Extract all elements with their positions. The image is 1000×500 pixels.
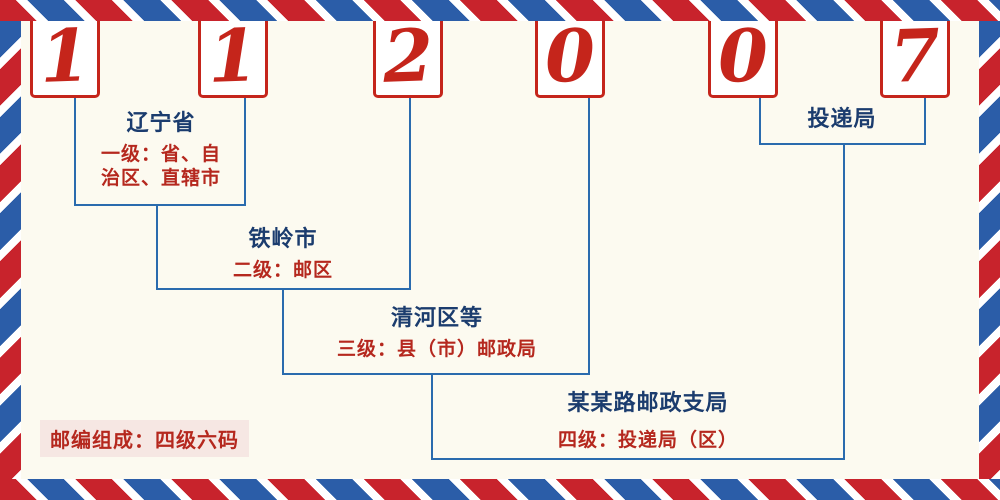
- level1-desc-line2: 治区、直辖市: [100, 167, 221, 190]
- level2-desc: 二级：邮区: [232, 258, 333, 281]
- connector-level4-bottom: [431, 458, 845, 460]
- level4-desc: 四级：投递局（区）: [557, 428, 738, 451]
- level2-label: 铁岭市 二级：邮区: [193, 226, 373, 282]
- footer-note: 邮编组成：四级六码: [40, 420, 249, 457]
- delivery-office-title: 投递局: [807, 107, 877, 132]
- postal-digit-4: 0: [543, 12, 597, 99]
- airmail-border-top: [0, 0, 1000, 21]
- postal-digit-box-2: 1: [198, 12, 268, 99]
- postal-digit-1: 1: [38, 12, 92, 99]
- connector-level3-bottom: [282, 373, 590, 375]
- postal-digit-box-6: 7: [880, 12, 950, 99]
- level2-title: 铁岭市: [248, 227, 318, 252]
- connector-level4-left: [431, 373, 433, 460]
- connector-level3-right: [588, 98, 590, 375]
- level3-desc: 三级：县（市）邮政局: [336, 337, 537, 360]
- postal-digit-6: 7: [888, 12, 942, 99]
- connector-level1-bottom: [74, 204, 246, 206]
- postal-digit-box-1: 1: [30, 12, 100, 99]
- airmail-border-right: [979, 21, 1000, 479]
- level4-label: 某某路邮政支局 四级：投递局（区）: [523, 390, 773, 452]
- delivery-office-label: 投递局: [782, 106, 902, 134]
- airmail-border-bottom: [0, 479, 1000, 500]
- connector-delivery-bottom: [759, 143, 926, 145]
- level4-title: 某某路邮政支局: [567, 391, 729, 416]
- postal-digit-box-4: 0: [535, 12, 605, 99]
- connector-delivery-left: [759, 98, 761, 145]
- level3-title: 清河区等: [390, 306, 483, 331]
- level1-label: 辽宁省 一级：省、自 治区、直辖市: [78, 110, 244, 191]
- level1-title: 辽宁省: [126, 111, 196, 136]
- level1-desc-line1: 一级：省、自: [100, 142, 221, 165]
- connector-level3-left: [282, 288, 284, 375]
- connector-level1-left: [74, 98, 76, 206]
- postal-digit-3: 2: [381, 12, 435, 99]
- connector-delivery-right: [924, 98, 926, 145]
- connector-level1-right: [244, 98, 246, 206]
- connector-level2-right: [409, 98, 411, 290]
- postal-digit-2: 1: [206, 12, 260, 99]
- connector-level2-left: [156, 204, 158, 290]
- postal-digit-box-3: 2: [373, 12, 443, 99]
- postal-digit-box-5: 0: [708, 12, 778, 99]
- postal-digit-5: 0: [716, 12, 770, 99]
- level3-label: 清河区等 三级：县（市）邮政局: [312, 305, 562, 361]
- connector-level4-right: [843, 143, 845, 460]
- airmail-border-left: [0, 21, 21, 479]
